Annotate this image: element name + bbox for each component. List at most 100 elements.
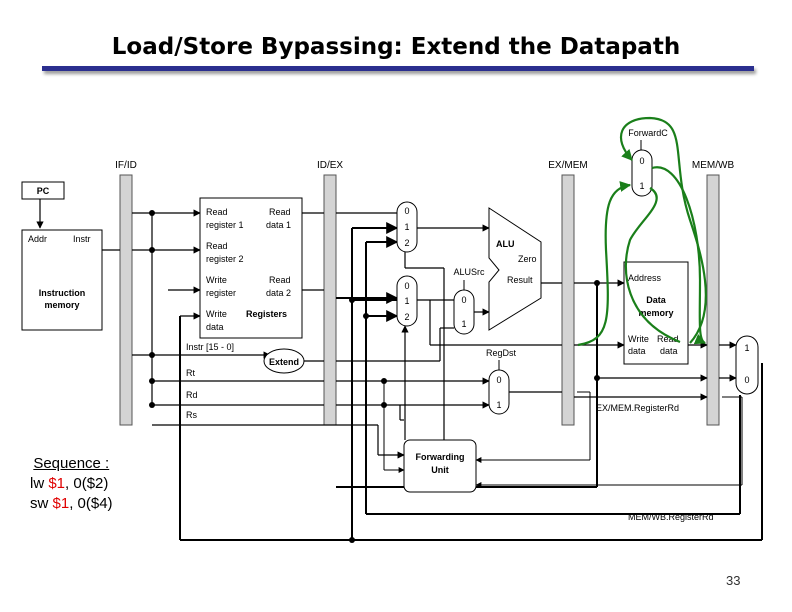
reg-write-reg-b: register	[206, 288, 236, 298]
pipeline-register-ex-mem: EX/MEM	[548, 160, 588, 426]
dmem-read-label: Read	[657, 334, 679, 344]
label-if-id: IF/ID	[115, 160, 137, 171]
dmem-name-1: Data	[646, 295, 667, 305]
reg-write-reg-a: Write	[206, 275, 227, 285]
mux-forward-b: 0 1 2	[396, 275, 418, 327]
reg-write-data-b: data	[206, 322, 224, 332]
junction-dot	[149, 247, 155, 253]
seq2-op: sw	[30, 495, 49, 512]
pc-label: PC	[37, 186, 50, 196]
reg-read-data2-b: data 2	[266, 288, 291, 298]
junction-dot	[349, 297, 355, 303]
alusrc-label: ALUSrc	[453, 267, 485, 277]
forwarding-unit: Forwarding Unit	[403, 439, 477, 493]
forwardc-label: ForwardC	[628, 128, 668, 138]
fwd-unit-wires	[383, 381, 743, 488]
instr-imm-label: Instr [15 - 0]	[186, 342, 234, 352]
mux-b-in0: 0	[404, 281, 409, 291]
register-file: Read register 1 Read data 1 Read registe…	[199, 197, 303, 339]
reg-read-data1-a: Read	[269, 207, 291, 217]
reg-read-data2-a: Read	[269, 275, 291, 285]
dmem-data1-label: data	[628, 346, 646, 356]
mux-output-wires	[401, 224, 562, 440]
data-memory: Address Data memory Write Read data data	[623, 261, 689, 365]
label-ex-mem: EX/MEM	[548, 160, 587, 171]
junction-dot	[149, 352, 155, 358]
mux-regdst: RegDst 0 1	[486, 348, 517, 415]
imem-name-1: Instruction	[39, 288, 86, 298]
forwardc-in1: 1	[639, 181, 644, 191]
dmem-address-label: Address	[628, 273, 662, 283]
imem-name-2: memory	[44, 300, 79, 310]
forward-c-green-paths	[577, 116, 707, 347]
exmem-wires	[574, 279, 737, 401]
label-id-ex: ID/EX	[317, 160, 343, 171]
mux-a-in2: 2	[404, 238, 409, 248]
mux-forward-a: 0 1 2	[396, 201, 418, 253]
wbmux-in1: 1	[744, 343, 749, 353]
pipeline-register-mem-wb: MEM/WB	[692, 160, 735, 426]
wbmux-in0: 0	[744, 375, 749, 385]
pipeline-register-if-id: IF/ID	[115, 160, 137, 426]
junction-dot	[149, 210, 155, 216]
instruction-memory: Addr Instr Instruction memory	[21, 229, 103, 331]
pc-box: PC	[21, 181, 65, 200]
sequence-line-2: sw $1, 0($4)	[30, 494, 113, 514]
reg-read-data1-b: data 1	[266, 220, 291, 230]
mux-b-in1: 1	[404, 296, 409, 306]
sequence-heading: Sequence :	[33, 455, 110, 472]
label-mem-wb: MEM/WB	[692, 160, 735, 171]
fwd-unit-line2: Unit	[431, 465, 449, 475]
instruction-sequence: Sequence : lw $1, 0($2) sw $1, 0($4)	[30, 454, 113, 514]
idex-wires	[302, 212, 490, 421]
sequence-line-1: lw $1, 0($2)	[30, 474, 113, 494]
alu-result-label: Result	[507, 275, 533, 285]
imem-instr-label: Instr	[73, 234, 91, 244]
mux-alusrc: ALUSrc 0 1	[453, 267, 485, 335]
instr-rt-label: Rt	[186, 368, 195, 378]
regdst-in0: 0	[496, 375, 501, 385]
mux-a-in0: 0	[404, 206, 409, 216]
seq1-reg: $1	[48, 475, 66, 492]
mux-writeback: 1 0	[735, 335, 759, 395]
dmem-data2-label: data	[660, 346, 678, 356]
alusrc-in0: 0	[461, 295, 466, 305]
pipeline-register-id-ex: ID/EX	[317, 160, 343, 426]
junction-dot	[149, 378, 155, 384]
regdst-label: RegDst	[486, 348, 517, 358]
reg-read-reg2-b: register 2	[206, 254, 244, 264]
title-underline	[42, 66, 754, 71]
mux-b-in2: 2	[404, 312, 409, 322]
reg-write-data-a: Write	[206, 309, 227, 319]
reg-read-reg1-b: register 1	[206, 220, 244, 230]
forwardc-in0: 0	[639, 156, 644, 166]
seq1-op: lw	[30, 475, 45, 492]
mux-a-in1: 1	[404, 222, 409, 232]
junction-dot	[349, 537, 355, 543]
alusrc-in1: 1	[461, 319, 466, 329]
sign-extend: Extend	[263, 348, 305, 374]
regdst-in1: 1	[496, 400, 501, 410]
reg-name: Registers	[246, 309, 287, 319]
dmem-write-label: Write	[628, 334, 649, 344]
imem-addr-label: Addr	[28, 234, 47, 244]
alu-zero-label: Zero	[518, 254, 537, 264]
dmem-name-2: memory	[638, 308, 673, 318]
instr-rd-label: Rd	[186, 390, 198, 400]
forward-buses	[179, 222, 763, 541]
junction-dot	[594, 375, 600, 381]
mux-forward-c: ForwardC 0 1	[628, 128, 668, 197]
ifid-decode-wires	[132, 209, 405, 459]
seq2-reg: $1	[52, 495, 70, 512]
ex-mem-regrd-label: EX/MEM.RegisterRd	[596, 403, 679, 413]
seq1-rest: , 0($2)	[65, 475, 109, 492]
instr-rs-label: Rs	[186, 410, 197, 420]
fwd-unit-line1: Forwarding	[416, 452, 465, 462]
slide-title: Load/Store Bypassing: Extend the Datapat…	[111, 34, 681, 60]
alu-label: ALU	[496, 239, 515, 249]
mem-wb-regrd-label: MEM/WB.RegisterRd	[628, 512, 714, 522]
junction-dot	[149, 402, 155, 408]
extend-label: Extend	[269, 357, 299, 367]
